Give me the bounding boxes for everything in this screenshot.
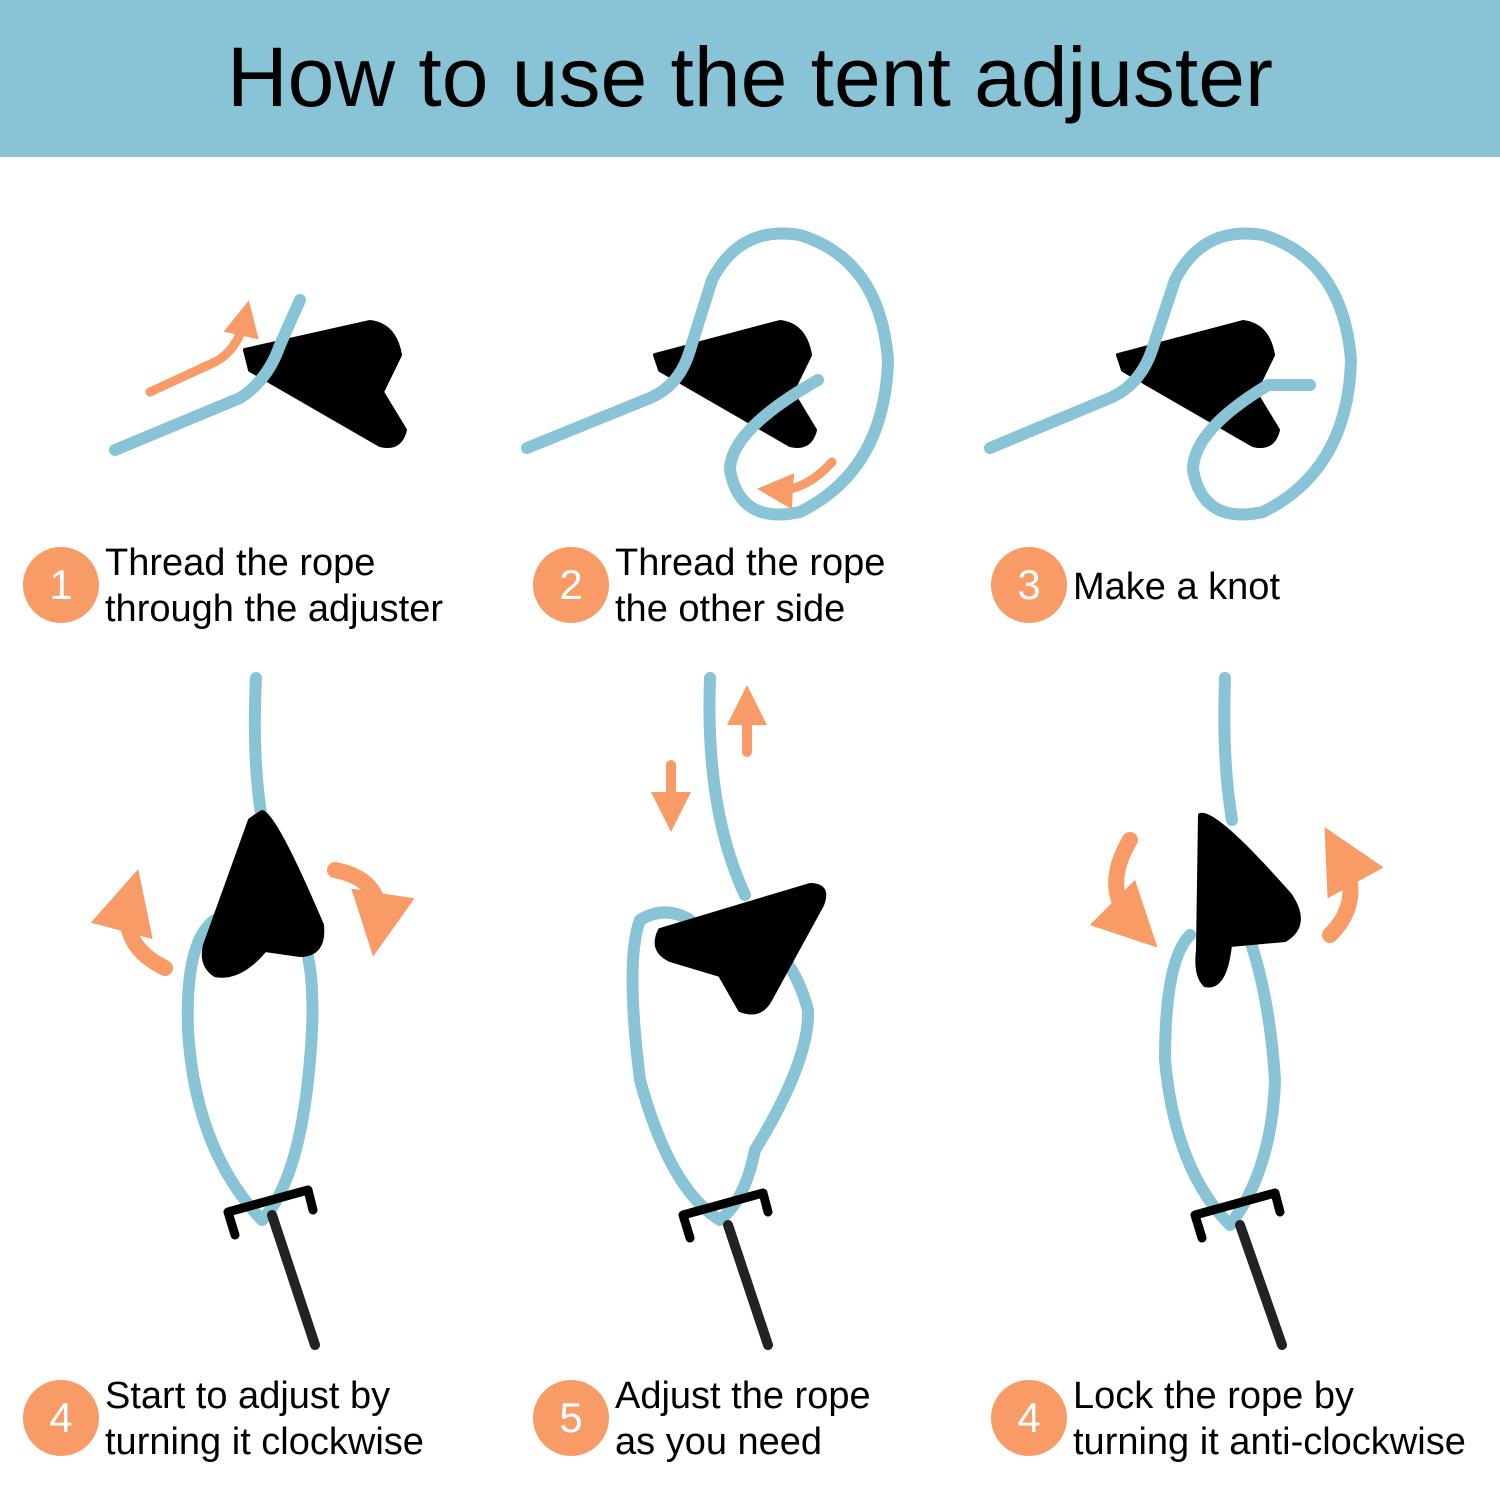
rope	[984, 227, 1357, 521]
caption-line: Make a knot	[1073, 566, 1280, 608]
step-6-illustration	[1089, 672, 1384, 1350]
stake	[267, 1210, 320, 1350]
rope-clip	[678, 1188, 773, 1243]
arrow-icon	[145, 300, 259, 397]
caption-line: the other side	[615, 588, 846, 630]
stake	[723, 1220, 773, 1350]
step-caption: Start to adjust by turning it clockwise	[105, 1373, 424, 1465]
step-number-badge: 4	[23, 1380, 99, 1456]
step-number-badge: 3	[991, 547, 1067, 623]
adjuster-icon	[654, 883, 827, 1015]
caption-line: Thread the rope	[105, 542, 376, 584]
step-caption: Make a knot	[1073, 564, 1280, 610]
rope	[109, 294, 306, 456]
rotate-arrow-icon	[327, 862, 415, 957]
page-title: How to use the tent adjuster	[227, 30, 1273, 124]
step-caption: Thread the rope through the adjuster	[105, 540, 443, 632]
rope	[1159, 672, 1281, 1231]
step-2-illustration	[521, 227, 894, 521]
step-5-illustration	[626, 672, 827, 1350]
caption-line: as you need	[615, 1421, 823, 1463]
adjuster-icon	[1195, 812, 1301, 988]
rope-clip	[1190, 1188, 1285, 1243]
stake	[1235, 1220, 1287, 1350]
step-4-illustration	[90, 672, 415, 1350]
rotate-arrow-icon	[1089, 832, 1158, 948]
step-number-badge: 5	[533, 1380, 609, 1456]
step-1-illustration	[109, 294, 407, 456]
caption-line: turning it clockwise	[105, 1421, 424, 1463]
adjuster-icon	[201, 810, 325, 978]
caption-line: Start to adjust by	[105, 1375, 391, 1417]
step-number-badge: 2	[533, 547, 609, 623]
title-banner: How to use the tent adjuster	[0, 0, 1500, 157]
rotate-arrow-icon	[1322, 827, 1384, 943]
step-caption: Adjust the rope as you need	[615, 1373, 871, 1465]
step-3-illustration	[984, 227, 1357, 521]
adjuster-icon	[1116, 320, 1280, 448]
adjuster-icon	[243, 320, 407, 448]
rope	[626, 672, 815, 1226]
arrow-icon	[757, 457, 837, 510]
step-number-badge: 4	[991, 1380, 1067, 1456]
rotate-arrow-icon	[90, 869, 173, 976]
step-number-badge: 1	[23, 547, 99, 623]
caption-line: Thread the rope	[615, 542, 886, 584]
caption-line: turning it anti-clockwise	[1073, 1421, 1466, 1463]
caption-line: through the adjuster	[105, 588, 444, 630]
rope	[521, 227, 894, 521]
step-caption: Lock the rope by turning it anti-clockwi…	[1073, 1373, 1466, 1465]
rope	[181, 672, 319, 1226]
step-caption: Thread the rope the other side	[615, 540, 885, 632]
caption-line: Adjust the rope	[615, 1375, 871, 1417]
rope-clip	[223, 1185, 318, 1240]
caption-line: Lock the rope by	[1073, 1375, 1354, 1417]
